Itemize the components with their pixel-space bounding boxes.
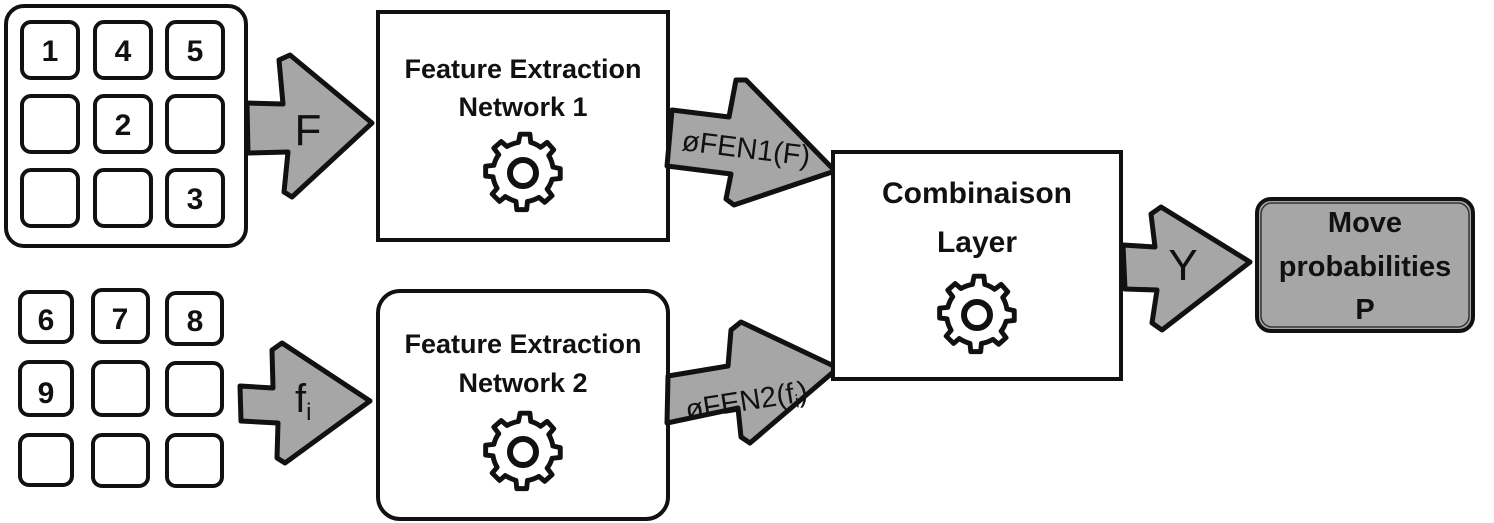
grid-bottom-cell-7 xyxy=(18,433,74,487)
fen1-title-line2: Network 1 xyxy=(458,92,587,122)
output-title-line1: Move xyxy=(1328,207,1402,239)
arrow-fi: fi xyxy=(237,340,373,466)
combination-title-line1: Combinaison xyxy=(882,177,1072,210)
grid-top-cell-5: 2 xyxy=(93,94,153,154)
output-title-line2: probabilities xyxy=(1279,251,1451,283)
arrow-y: Y xyxy=(1120,204,1253,333)
grid-bottom-cell-4: 9 xyxy=(18,360,74,417)
arrow-fen1-out: øFEN1(F) xyxy=(664,77,838,208)
grid-top-cell-6 xyxy=(165,94,225,154)
combination-layer-box: Combinaison Layer xyxy=(831,150,1123,381)
cell-label: 3 xyxy=(187,183,204,216)
cell-label: 7 xyxy=(112,303,129,336)
arrow-f-label: F xyxy=(295,106,322,155)
gear-icon xyxy=(486,413,561,488)
grid-top: 1 4 5 2 3 xyxy=(4,4,248,248)
cell-label: 1 xyxy=(42,35,59,68)
cell-label: 5 xyxy=(187,35,204,68)
gear-icon xyxy=(486,134,561,209)
cell-label: 8 xyxy=(187,305,204,338)
cell-label: 2 xyxy=(115,109,132,142)
grid-top-cell-4 xyxy=(20,94,80,154)
grid-bottom-cell-8 xyxy=(91,433,150,488)
arrow-fi-label-sub: i xyxy=(306,399,311,426)
grid-top-cell-2: 4 xyxy=(93,20,153,80)
grid-top-cell-1: 1 xyxy=(20,20,80,80)
grid-bottom-cell-9 xyxy=(165,433,224,488)
arrow-y-label: Y xyxy=(1168,241,1197,290)
arrow-fi-label: fi xyxy=(295,377,311,426)
grid-bottom: 6 7 8 9 xyxy=(18,288,224,488)
grid-bottom-cell-6 xyxy=(165,361,224,417)
output-box: Move probabilities P xyxy=(1255,197,1475,333)
fen1-title-line1: Feature Extraction xyxy=(404,54,641,84)
fen2-box: Feature Extraction Network 2 xyxy=(376,289,670,521)
arrow-fen2-out: øFEN2(fi) xyxy=(664,319,841,446)
arrow-f: F xyxy=(244,52,375,200)
combination-title-line2: Layer xyxy=(937,226,1017,259)
grid-top-cell-7 xyxy=(20,168,80,228)
output-title-line3: P xyxy=(1355,294,1374,326)
grid-top-cell-9: 3 xyxy=(165,168,225,228)
arrow-fen2-out-label-sub: i xyxy=(794,391,801,411)
grid-top-cell-3: 5 xyxy=(165,20,225,80)
grid-bottom-cell-5 xyxy=(91,360,150,417)
cell-label: 4 xyxy=(115,35,132,68)
fen2-title-line2: Network 2 xyxy=(458,368,587,398)
fen2-title-line1: Feature Extraction xyxy=(404,329,641,359)
grid-bottom-cell-3: 8 xyxy=(165,291,224,346)
fen1-box: Feature Extraction Network 1 xyxy=(376,10,670,242)
cell-label: 9 xyxy=(38,377,55,410)
gear-icon xyxy=(940,276,1015,351)
grid-bottom-cell-2: 7 xyxy=(91,288,150,344)
cell-label: 6 xyxy=(38,304,55,337)
arrow-fi-label-main: f xyxy=(295,377,307,421)
grid-bottom-cell-1: 6 xyxy=(18,290,74,344)
grid-top-cell-8 xyxy=(93,168,153,228)
